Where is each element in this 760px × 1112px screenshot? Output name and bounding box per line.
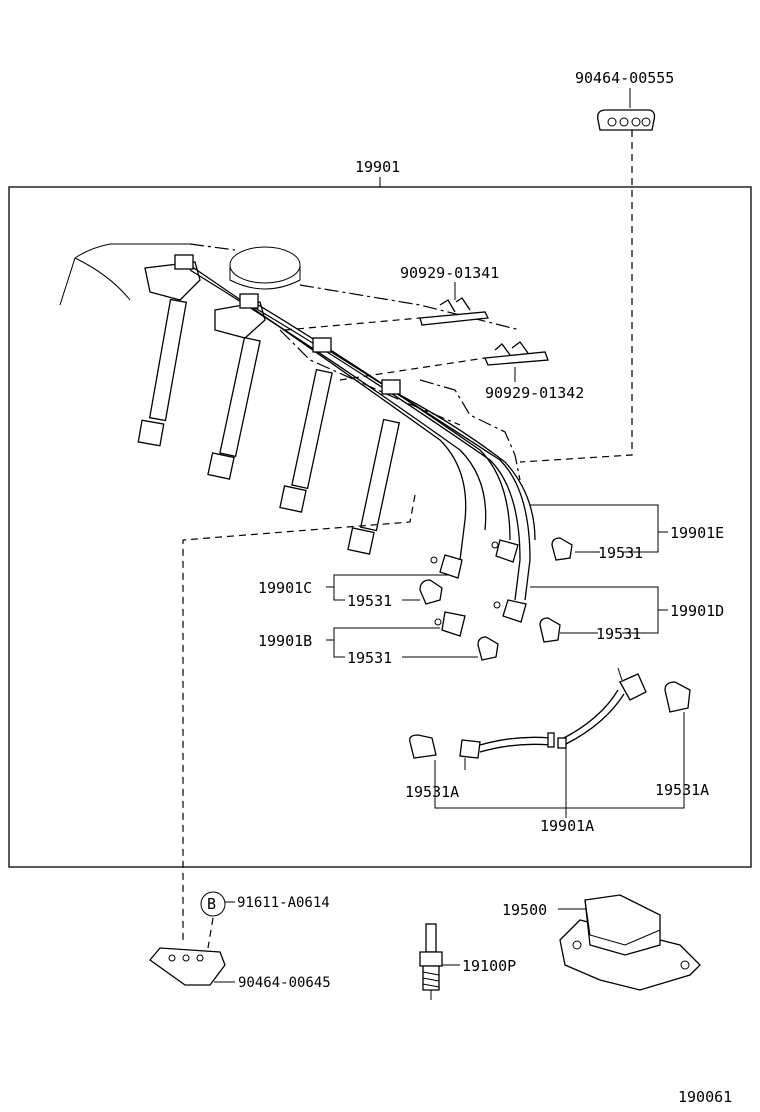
label-grommet-c: 19531 xyxy=(347,592,392,610)
cord-a-detail xyxy=(409,667,691,770)
bottom-clamp-icon xyxy=(149,947,226,986)
bracket-e xyxy=(530,504,668,553)
label-grommet-d: 19531 xyxy=(596,625,641,643)
label-clamp-bottom: 90464-00645 xyxy=(238,975,331,991)
clamp-1-icon xyxy=(419,297,490,326)
label-grommet-b: 19531 xyxy=(347,649,392,667)
plug-cord-3 xyxy=(279,368,333,513)
bolt-marker-circle xyxy=(200,891,226,917)
label-cord-a: 19901A xyxy=(540,817,594,835)
plug-cord-2 xyxy=(207,301,266,480)
grommets xyxy=(419,537,573,661)
engine-outline xyxy=(59,243,521,481)
cord-boots xyxy=(430,539,527,637)
cord-a-bracket xyxy=(434,712,685,818)
bottom-clamp-dashed-leader xyxy=(182,494,416,945)
clamp-2-icon xyxy=(484,341,549,366)
bracket-c xyxy=(326,574,450,601)
clamp1-dashed-leader xyxy=(284,317,421,331)
label-ignition-coil: 19500 xyxy=(502,901,547,919)
label-spark-plug: 19100P xyxy=(462,957,516,975)
top-clamp-dashed-leader xyxy=(519,130,633,463)
bolt-dashed-leader xyxy=(207,917,214,949)
label-cord-b: 19901B xyxy=(258,632,312,650)
label-cord-e: 19901E xyxy=(670,524,724,542)
label-cord-c: 19901C xyxy=(258,579,312,597)
bracket-d xyxy=(530,586,668,634)
label-grommet-a-right: 19531A xyxy=(655,781,709,799)
label-clamp-2: 90929-01342 xyxy=(485,384,584,402)
plug-cord-1 xyxy=(137,261,201,447)
label-bolt-marker: B xyxy=(207,895,216,913)
clamp2-dashed-leader xyxy=(339,357,486,381)
label-cord-d: 19901D xyxy=(670,602,724,620)
label-grommet-e: 19531 xyxy=(598,544,643,562)
label-grommet-a-left: 19531A xyxy=(405,783,459,801)
top-clamp-icon xyxy=(597,109,656,131)
plug-cord-4 xyxy=(347,418,401,555)
label-clamp-1: 90929-01341 xyxy=(400,264,499,282)
label-main-set: 19901 xyxy=(355,158,400,176)
bracket-b xyxy=(326,627,440,658)
label-top-clamp: 90464-00555 xyxy=(575,69,674,87)
label-bolt: 91611-A0614 xyxy=(237,895,330,911)
label-figure-number: 190061 xyxy=(678,1088,732,1106)
spark-plug-icon xyxy=(419,923,443,1000)
ignition-coil-icon xyxy=(559,894,701,991)
wire-harness xyxy=(174,254,536,601)
